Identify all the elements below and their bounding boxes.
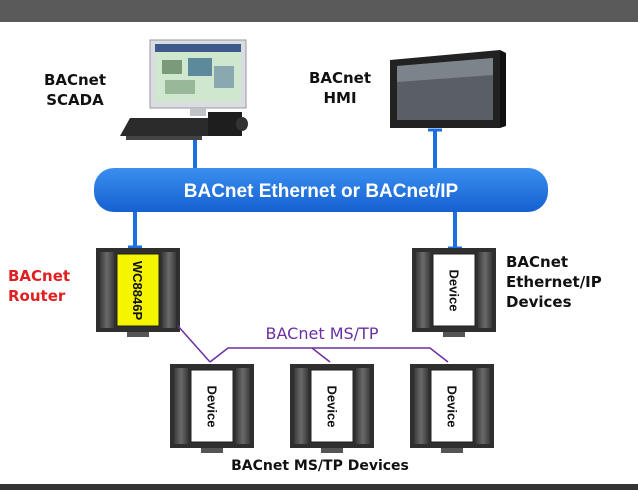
ip-device-face-label: Device bbox=[433, 254, 475, 326]
scada-computer-icon bbox=[120, 39, 248, 140]
mstp-device-2-text: Device bbox=[324, 385, 340, 427]
hmi-label-line1: BACnet bbox=[308, 69, 372, 87]
ethernet-bus bbox=[94, 168, 548, 212]
mstp-device-1 bbox=[170, 364, 254, 453]
mstp-devices-caption: BACnet MS/TP Devices bbox=[231, 458, 409, 474]
hmi-panel-icon bbox=[390, 50, 506, 128]
mstp-device-1-text: Device bbox=[204, 385, 220, 427]
hmi-label: BACnet HMI bbox=[300, 68, 380, 108]
router-face-label: WC8846P bbox=[117, 254, 159, 326]
mstp-network-label: BACnet MS/TP bbox=[265, 324, 379, 343]
mstp-device-2 bbox=[290, 364, 374, 453]
hmi-label-line2: HMI bbox=[323, 89, 357, 107]
router-device bbox=[96, 248, 180, 337]
mstp-device-3 bbox=[410, 364, 494, 453]
top-bar bbox=[0, 0, 638, 22]
ip-devices-label: BACnet Ethernet/IP Devices bbox=[506, 252, 616, 312]
mstp-wiring bbox=[177, 325, 449, 363]
mstp-device-3-text: Device bbox=[444, 385, 460, 427]
scada-label-line2: SCADA bbox=[46, 91, 104, 109]
mstp-device-3-face: Device bbox=[431, 370, 473, 442]
ip-device-text: Device bbox=[446, 269, 462, 311]
router-model-text: WC8846P bbox=[130, 260, 146, 320]
bus-label: BACnet Ethernet or BACnet/IP bbox=[183, 181, 459, 202]
scada-label-line1: BACnet bbox=[43, 71, 107, 89]
scada-label: BACnet SCADA bbox=[30, 70, 120, 110]
router-label-line1: BACnet bbox=[8, 267, 71, 285]
bottom-bar bbox=[0, 484, 638, 490]
router-label-line2: Router bbox=[8, 287, 66, 305]
ip-device bbox=[412, 248, 496, 337]
ip-devices-label-line2: Ethernet/IP bbox=[506, 273, 602, 291]
ip-devices-label-line3: Devices bbox=[506, 293, 572, 311]
mstp-device-1-face: Device bbox=[191, 370, 233, 442]
mstp-device-2-face: Device bbox=[311, 370, 353, 442]
ip-devices-label-line1: BACnet bbox=[506, 253, 569, 271]
router-label: BACnet Router bbox=[8, 266, 88, 306]
